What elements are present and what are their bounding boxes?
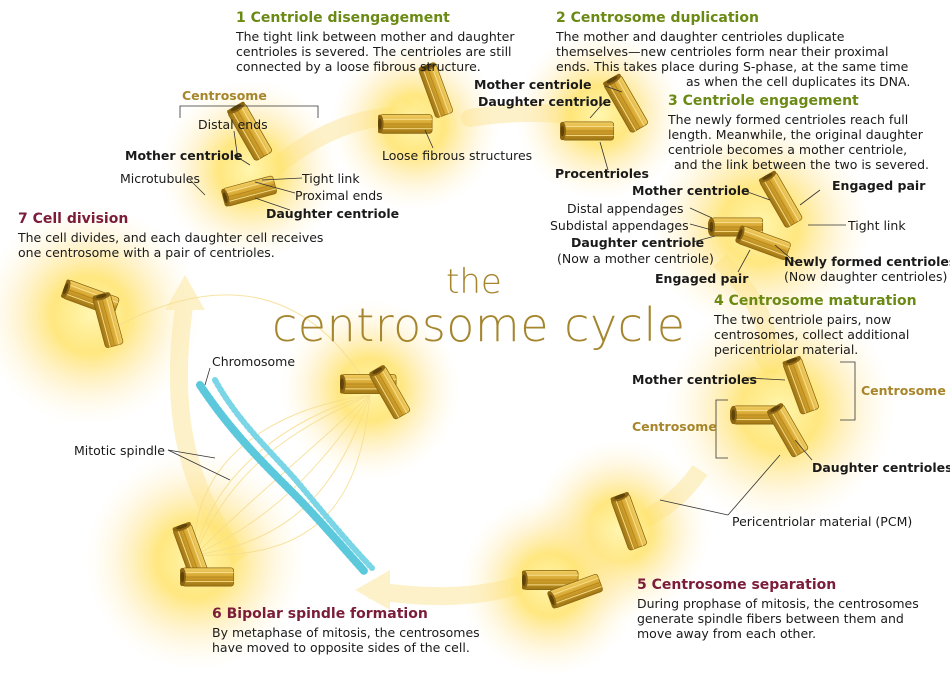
step4-text-1: The two centriole pairs, now xyxy=(714,312,892,327)
label-mother-centriole-3: Mother centriole xyxy=(632,183,750,198)
step1-text-3: connected by a loose fibrous structure. xyxy=(236,59,481,74)
label-proximal-ends: Proximal ends xyxy=(295,188,383,203)
step2-text-4: as when the cell duplicates its DNA. xyxy=(686,74,911,89)
step7-text-1: The cell divides, and each daughter cell… xyxy=(18,230,324,245)
label-subdistal-appendages: Subdistal appendages xyxy=(550,218,689,233)
title-line-2: centrosome cycle xyxy=(272,298,686,352)
step6-heading: 6 Bipolar spindle formation xyxy=(212,606,428,622)
label-engaged-pair-2: Engaged pair xyxy=(655,271,749,286)
label-mother-centriole-2: Mother centriole xyxy=(474,77,592,92)
label-mother-centrioles-4: Mother centrioles xyxy=(632,372,757,387)
label-loose-fibrous: Loose fibrous structures xyxy=(382,148,533,163)
label-procentrioles: Procentrioles xyxy=(555,166,649,181)
chromosome xyxy=(196,377,375,576)
step3-text-4: and the link between the two is severed. xyxy=(674,157,930,172)
step7-heading: 7 Cell division xyxy=(18,211,129,227)
step2-text-3: ends. This takes place during S-phase, a… xyxy=(556,59,909,74)
label-centrosome-top: Centrosome xyxy=(182,88,267,103)
label-mitotic-spindle: Mitotic spindle xyxy=(74,443,165,458)
step5-heading: 5 Centrosome separation xyxy=(637,577,837,593)
step3-heading: 3 Centriole engagement xyxy=(668,93,859,109)
label-chromosome: Chromosome xyxy=(212,354,296,369)
step4-text-3: pericentriolar material. xyxy=(714,342,859,357)
step2-text-2: themselves—new centrioles form near thei… xyxy=(556,44,889,59)
step2-text-1: The mother and daughter centrioles dupli… xyxy=(556,29,845,44)
step4-heading: 4 Centrosome maturation xyxy=(714,293,917,309)
step5-text-1: During prophase of mitosis, the centroso… xyxy=(637,596,919,611)
step1-text-2: centrioles is severed. The centrioles ar… xyxy=(236,44,512,59)
label-distal-appendages: Distal appendages xyxy=(567,201,684,216)
title-line-1: the xyxy=(446,262,502,302)
label-newly-formed: Newly formed centrioles xyxy=(784,254,950,269)
label-daughter-centriole-2: Daughter centriole xyxy=(478,94,612,109)
step1-text-1: The tight link between mother and daught… xyxy=(236,29,515,44)
step7-text-2: one centrosome with a pair of centrioles… xyxy=(18,245,275,260)
step3-text-2: length. Meanwhile, the original daughter xyxy=(668,127,923,142)
label-centrosome-4b: Centrosome xyxy=(632,419,717,434)
label-daughter-centrioles-4: Daughter centrioles xyxy=(812,460,950,475)
step2-heading: 2 Centrosome duplication xyxy=(556,10,759,26)
label-engaged-pair-1: Engaged pair xyxy=(832,178,926,193)
step3-text-1: The newly formed centrioles reach full xyxy=(668,112,909,127)
label-tight-link-3: Tight link xyxy=(848,218,906,233)
step6-text-1: By metaphase of mitosis, the centrosomes xyxy=(212,625,480,640)
label-distal-ends: Distal ends xyxy=(198,117,268,132)
label-centrosome-4a: Centrosome xyxy=(861,383,946,398)
step4-text-2: centrosomes, collect additional xyxy=(714,327,910,342)
label-pcm: Pericentriolar material (PCM) xyxy=(732,514,913,529)
label-daughter-centriole-3: Daughter centriole xyxy=(571,235,705,250)
label-daughter-centriole-1: Daughter centriole xyxy=(266,206,400,221)
step5-text-3: move away from each other. xyxy=(637,626,817,641)
label-mother-centriole-1: Mother centriole xyxy=(125,148,243,163)
label-microtubules: Microtubules xyxy=(120,171,200,186)
label-now-daughter: (Now daughter centrioles) xyxy=(784,269,948,284)
label-tight-link-1: Tight link xyxy=(302,171,360,186)
step3-text-3: centriole becomes a mother centriole, xyxy=(668,142,908,157)
leader-lines xyxy=(167,85,856,516)
label-now-mother: (Now a mother centriole) xyxy=(557,251,714,266)
step5-text-2: generate spindle fibers between them and xyxy=(637,611,904,626)
step6-text-2: have moved to opposite sides of the cell… xyxy=(212,640,470,655)
step1-heading: 1 Centriole disengagement xyxy=(236,10,450,26)
